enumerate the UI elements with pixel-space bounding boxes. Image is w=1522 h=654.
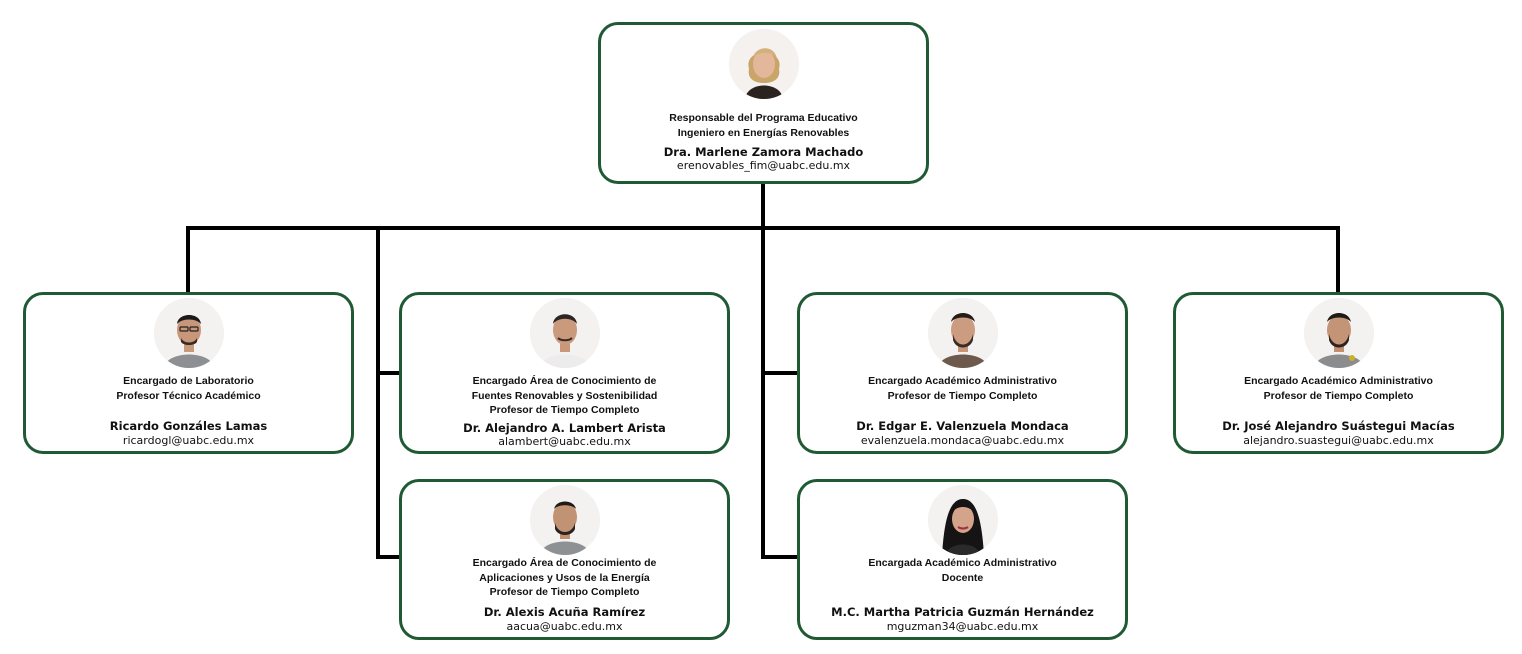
member-email[interactable]: alejandro.suastegui@uabc.edu.mx [1243, 434, 1434, 447]
avatar [728, 29, 799, 99]
role-line: Profesor de Tiempo Completo [489, 586, 640, 598]
role-line: Encargado Académico Administrativo [868, 375, 1057, 387]
avatar [529, 485, 600, 555]
member-card-aplicaciones: Encargado Área de Conocimiento de Aplica… [399, 479, 730, 640]
member-email[interactable]: evalenzuela.mondaca@uabc.edu.mx [860, 434, 1065, 447]
member-email[interactable]: aacua@uabc.edu.mx [506, 620, 623, 633]
role-line: Fuentes Renovables y Sostenibilidad [471, 389, 658, 402]
member-email[interactable]: mguzman34@uabc.edu.mx [886, 620, 1039, 633]
role-line: Profesor Técnico Académico [116, 389, 261, 402]
member-name: Ricardo Gonzáles Lamas [109, 419, 268, 433]
member-role: Encargado Académico Administrativo Profe… [1184, 374, 1493, 403]
role-line: Encargada Académico Administrativo [868, 557, 1057, 569]
member-card-admin3: Encargado Académico Administrativo Profe… [1173, 292, 1504, 454]
avatar [153, 298, 224, 368]
avatar [1303, 298, 1374, 368]
member-name: M.C. Martha Patricia Guzmán Hernández [831, 605, 1094, 619]
role-line: Docente [941, 571, 984, 584]
member-role: Encargada Académico Administrativo Docen… [808, 556, 1117, 585]
member-email[interactable]: alambert@uabc.edu.mx [498, 435, 631, 448]
role-line: Profesor de Tiempo Completo [489, 404, 640, 416]
member-role: Encargado de Laboratorio Profesor Técnic… [34, 374, 343, 403]
root-card: Responsable del Programa Educativo Ingen… [598, 22, 929, 184]
role-line: Encargado Área de Conocimiento de [472, 557, 657, 569]
member-email[interactable]: ricardogl@uabc.edu.mx [122, 434, 255, 447]
member-role: Encargado Área de Conocimiento de Aplica… [410, 556, 719, 600]
member-name: Dr. Alejandro A. Lambert Arista [463, 421, 666, 435]
role-line: Aplicaciones y Usos de la Energía [479, 571, 650, 584]
member-card-admin2: Encargada Académico Administrativo Docen… [797, 479, 1128, 640]
member-card-fuentes: Encargado Área de Conocimiento de Fuente… [399, 292, 730, 454]
member-card-admin1: Encargado Académico Administrativo Profe… [797, 292, 1128, 454]
role-line: Encargado de Laboratorio [123, 375, 254, 387]
member-name: Dr. Edgar E. Valenzuela Mondaca [856, 419, 1069, 433]
member-name: Dr. José Alejandro Suástegui Macías [1222, 419, 1455, 433]
member-role: Encargado Académico Administrativo Profe… [808, 374, 1117, 403]
role-line: Ingeniero en Energías Renovables [677, 126, 850, 139]
role-line: Profesor de Tiempo Completo [1263, 389, 1414, 402]
role-line: Encargado Área de Conocimiento de [472, 375, 657, 387]
avatar [927, 298, 998, 368]
member-role: Encargado Área de Conocimiento de Fuente… [410, 374, 719, 418]
member-card-lab: Encargado de Laboratorio Profesor Técnic… [23, 292, 354, 454]
role-line: Encargado Académico Administrativo [1244, 375, 1433, 387]
role-line: Responsable del Programa Educativo [669, 112, 858, 124]
avatar [529, 298, 600, 368]
member-name: Dr. Alexis Acuña Ramírez [483, 605, 646, 619]
avatar [927, 485, 998, 555]
root-role: Responsable del Programa Educativo Ingen… [609, 111, 918, 140]
root-name: Dra. Marlene Zamora Machado [663, 145, 864, 159]
root-email[interactable]: erenovables_fim@uabc.edu.mx [676, 159, 851, 172]
role-line: Profesor de Tiempo Completo [887, 389, 1038, 402]
